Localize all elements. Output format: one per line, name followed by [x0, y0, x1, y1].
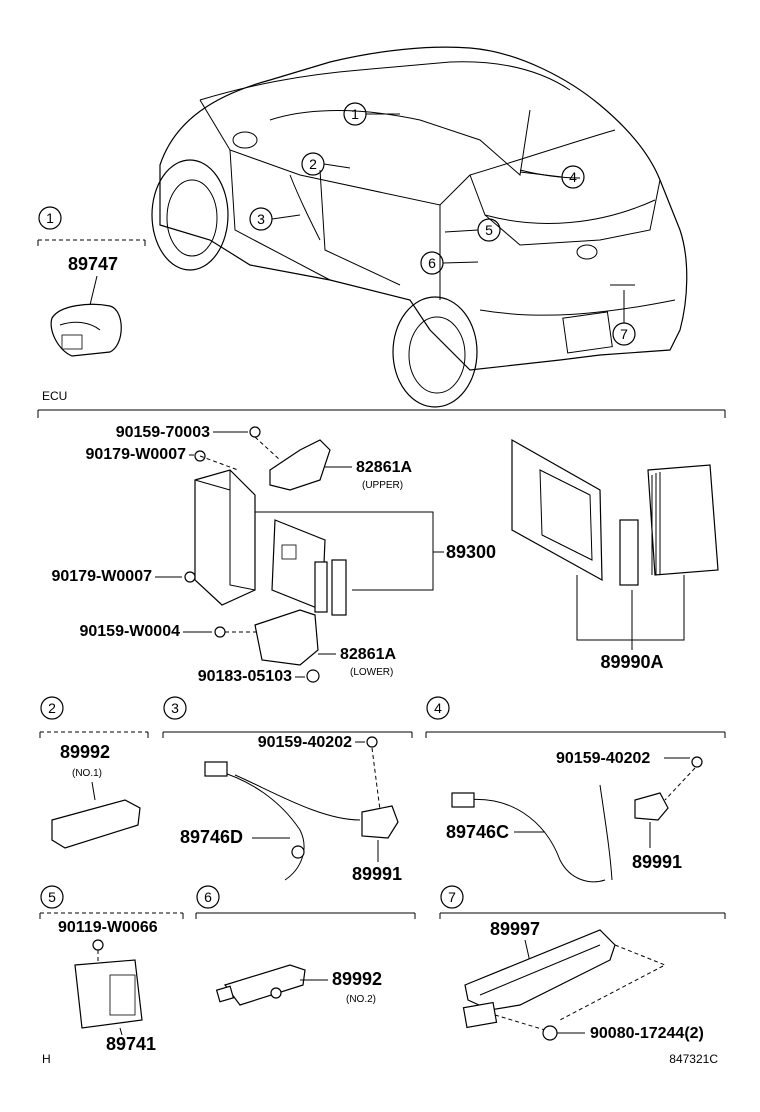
part-89991-s4[interactable]: 89991	[632, 852, 682, 872]
vehicle-illustration	[151, 46, 688, 408]
svg-text:6: 6	[428, 255, 436, 271]
key-card-shape	[619, 519, 639, 586]
handle-switch-shape	[462, 1001, 498, 1029]
part-82861A-upper[interactable]: 82861A	[356, 459, 412, 476]
upper-note: (UPPER)	[362, 480, 403, 491]
part-89741[interactable]: 89741	[106, 1034, 156, 1054]
part-89992-no1[interactable]: 89992	[60, 742, 110, 762]
svg-text:5: 5	[485, 222, 493, 238]
part-90179-W0007-a[interactable]: 90179-W0007	[85, 446, 186, 463]
svg-text:7: 7	[620, 326, 628, 342]
callout-3: 3	[249, 207, 273, 231]
footer-mark: H	[42, 1052, 51, 1066]
part-90080-17244[interactable]: 90080-17244(2)	[590, 1025, 704, 1042]
part-89992-no2[interactable]: 89992	[332, 969, 382, 989]
no2-note: (NO.2)	[346, 994, 376, 1005]
diagram-code: 847321C	[669, 1052, 718, 1066]
harness-connector-s4	[451, 792, 475, 808]
part-89997[interactable]: 89997	[490, 919, 540, 939]
sensor-89991-s3-shape	[361, 805, 399, 839]
part-89746C[interactable]: 89746C	[446, 822, 509, 842]
antenna-89992-no2-shape	[224, 964, 306, 1006]
ecu-box-shape	[194, 469, 256, 606]
callout-1: 1	[343, 102, 367, 126]
part-89746D[interactable]: 89746D	[180, 827, 243, 847]
part-89747[interactable]: 89747	[68, 254, 118, 274]
key-panel-shape	[511, 438, 603, 582]
section-2: 2 89992 (NO.1)	[39, 696, 149, 849]
part-90159-W0004[interactable]: 90159-W0004	[79, 623, 180, 640]
part-90159-40202-s3[interactable]: 90159-40202	[258, 734, 352, 751]
ecu-section: ECU 90159-70003 90179-W0007 82861A (UPPE…	[37, 389, 726, 685]
section-1: 1 89747	[37, 206, 146, 357]
callout-7: 7	[612, 322, 636, 346]
lower-bracket-shape	[254, 609, 319, 666]
sensor-89991-s4-shape	[634, 792, 669, 821]
upper-bracket-shape	[269, 439, 331, 491]
svg-text:7: 7	[448, 889, 456, 905]
part-89990A[interactable]: 89990A	[600, 652, 663, 672]
svg-text:3: 3	[171, 700, 179, 716]
board-connector-a	[314, 561, 328, 613]
owner-manual-shape	[647, 464, 719, 576]
svg-text:6: 6	[204, 889, 212, 905]
part-90159-40202-s4[interactable]: 90159-40202	[556, 750, 650, 767]
svg-text:4: 4	[434, 700, 442, 716]
part-90179-W0007-b[interactable]: 90179-W0007	[51, 568, 152, 585]
callout-5: 5	[477, 218, 501, 242]
svg-text:5: 5	[48, 889, 56, 905]
svg-text:4: 4	[569, 169, 577, 185]
part-89991-s3[interactable]: 89991	[352, 864, 402, 884]
part-90159-70003[interactable]: 90159-70003	[116, 424, 210, 441]
antenna-89992-no1-shape	[51, 799, 141, 849]
ecu-label: ECU	[42, 389, 67, 403]
section-3: 3 90159-40202 89746D 89991	[162, 696, 413, 884]
section-6: 6 89992 (NO.2)	[195, 885, 416, 1006]
section-5: 5 90119-W0066 89741	[39, 885, 184, 1054]
no1-note: (NO.1)	[72, 768, 102, 779]
section-7: 7 89997 90080-17244(2)	[439, 885, 726, 1042]
callout-2: 2	[301, 152, 325, 176]
part-89300[interactable]: 89300	[446, 542, 496, 562]
part-90119-W0066[interactable]: 90119-W0066	[58, 919, 158, 936]
part-82861A-lower[interactable]: 82861A	[340, 646, 396, 663]
lower-note: (LOWER)	[350, 667, 393, 678]
board-connector-b	[331, 559, 347, 616]
svg-text:2: 2	[48, 700, 56, 716]
svg-text:2: 2	[309, 156, 317, 172]
svg-text:1: 1	[46, 210, 54, 226]
part-90183-05103[interactable]: 90183-05103	[198, 668, 292, 685]
section-4: 4 90159-40202 89746C 89991	[425, 696, 726, 883]
harness-connector-s3	[204, 761, 228, 777]
svg-text:3: 3	[257, 211, 265, 227]
svg-text:1: 1	[351, 106, 359, 122]
